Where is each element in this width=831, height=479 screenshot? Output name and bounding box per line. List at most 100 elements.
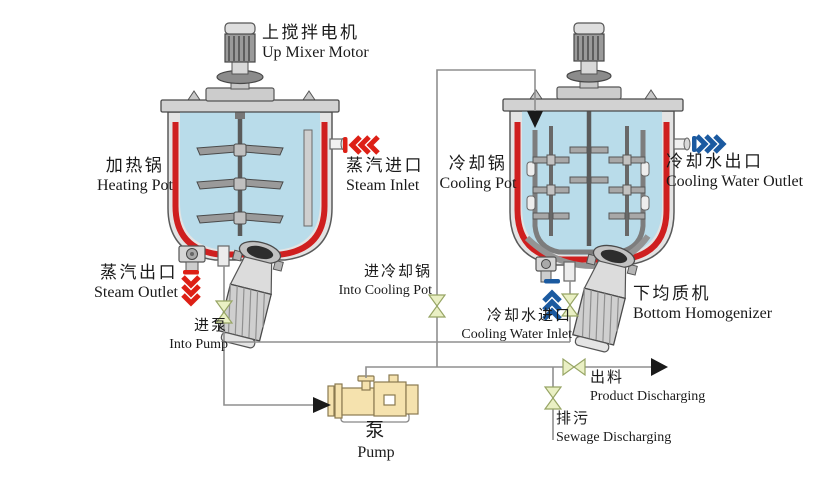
cooling-water-outlet-marker	[692, 134, 727, 154]
steam-inlet-marker	[343, 135, 380, 155]
into-cooling-pot-valve	[427, 294, 447, 318]
label-into-cooling-pot: 进冷却锅 Into Cooling Pot	[318, 263, 432, 299]
pump-body	[327, 374, 419, 419]
up-mixer-motor	[216, 22, 264, 90]
label-into-pump-zh: 进泵	[193, 318, 228, 334]
label-into-cooling-pot-zh: 进冷却锅	[363, 264, 432, 280]
label-pump-zh: 泵	[365, 420, 387, 441]
marker-bar	[544, 279, 560, 284]
baffle	[303, 129, 313, 227]
label-steam-outlet: 蒸汽出口 Steam Outlet	[88, 262, 178, 303]
label-cooling-water-outlet: 冷却水出口 Cooling Water Outlet	[666, 151, 803, 192]
motor-mount	[556, 86, 622, 100]
label-steam-outlet-en: Steam Outlet	[94, 284, 178, 302]
chevron-right-icon	[704, 134, 718, 154]
cooling-pot-vessel	[502, 22, 691, 353]
product-discharge-valve	[562, 357, 586, 377]
label-steam-inlet-en: Steam Inlet	[346, 177, 420, 195]
motor-fins	[577, 36, 599, 60]
steam-outlet-fitting	[178, 245, 206, 275]
into-pump-arrow	[313, 397, 331, 413]
cooling-agitator-paddles	[532, 146, 646, 220]
cooling-water-inlet-stub	[563, 261, 576, 282]
label-sewage-discharging: 排污 Sewage Discharging	[556, 410, 671, 446]
drain-stub	[217, 245, 230, 267]
cooling-pot-lid	[502, 98, 684, 112]
shaft-collar	[235, 112, 245, 119]
into-cooling-pot-arrow	[527, 111, 543, 128]
homogenizer-ribs	[227, 284, 265, 340]
product-discharge-arrow	[651, 358, 668, 376]
chevron-up-icon	[542, 289, 562, 303]
label-heating-pot: 加热锅 Heating Pot	[84, 155, 186, 196]
agitator-blades	[196, 143, 284, 225]
lid-bolt	[644, 89, 658, 100]
label-into-pump-en: Into Pump	[169, 336, 228, 352]
label-into-cooling-pot-en: Into Cooling Pot	[338, 282, 432, 298]
pipe-pump-discharge	[365, 366, 651, 378]
chevron-up-icon	[542, 307, 562, 321]
flow-arrows	[313, 111, 668, 413]
label-bottom-homogenizer-en: Bottom Homogenizer	[633, 305, 773, 323]
chevron-right-icon	[695, 134, 709, 154]
lid-bolt	[529, 89, 543, 100]
bottom-agitator-blade	[524, 234, 651, 270]
chevron-left-icon	[357, 135, 371, 155]
homogenizer-ribs	[581, 288, 619, 344]
chevron-right-icon	[713, 134, 727, 154]
label-into-pump: 进泵 Into Pump	[146, 317, 228, 353]
bottom-homogenizer-right	[572, 244, 638, 353]
label-steam-inlet-zh: 蒸汽进口	[346, 156, 424, 175]
scraper-tabs	[526, 161, 650, 211]
label-bottom-homogenizer: 下均质机 Bottom Homogenizer	[633, 283, 772, 324]
label-cooling-water-inlet: 冷却水进口 Cooling Water Inlet	[452, 307, 572, 343]
heating-pot-vessel	[160, 22, 348, 349]
label-pump-en: Pump	[357, 443, 395, 461]
cooling-pot-bottom-fitting	[535, 256, 557, 283]
pipe-riser-into-cooling-pot	[436, 69, 536, 367]
label-product-discharging-en: Product Discharging	[590, 388, 706, 404]
up-mixer-motor-right	[566, 22, 612, 89]
into-pump-valve	[214, 300, 234, 324]
label-heating-pot-zh: 加热锅	[105, 156, 165, 175]
label-sewage-discharging-zh: 排污	[556, 411, 591, 427]
label-cooling-water-inlet-en: Cooling Water Inlet	[461, 326, 572, 342]
label-steam-inlet: 蒸汽进口 Steam Inlet	[346, 155, 424, 196]
marker-bar	[343, 137, 348, 153]
motor-fins	[228, 36, 250, 61]
cooling-water-outlet-stub	[673, 137, 691, 151]
lid-bolt	[187, 90, 201, 101]
label-product-discharging: 出料 Product Discharging	[590, 369, 705, 405]
cooling-water-inlet-valve	[560, 293, 580, 317]
label-pump: 泵 Pump	[336, 419, 416, 463]
label-cooling-water-outlet-zh: 冷却水出口	[666, 152, 764, 171]
cooling-water-inlet-marker	[542, 279, 562, 321]
bottom-homogenizer-left	[218, 240, 284, 349]
marker-bar	[183, 270, 199, 275]
chevron-left-icon	[348, 135, 362, 155]
chevron-down-icon	[181, 293, 201, 307]
label-cooling-pot-en: Cooling Pot	[439, 175, 517, 193]
motor-mount	[205, 87, 275, 102]
label-cooling-pot-zh: 冷却锅	[448, 154, 508, 173]
label-product-discharging-zh: 出料	[590, 370, 625, 386]
lid-bolt	[302, 90, 316, 101]
marker-bar	[692, 136, 697, 152]
anchor-frame	[532, 130, 646, 255]
pump-unit	[327, 374, 419, 423]
label-heating-pot-en: Heating Pot	[97, 177, 173, 195]
label-steam-outlet-zh: 蒸汽出口	[100, 263, 178, 282]
chevron-down-icon	[181, 275, 201, 289]
label-cooling-pot: 冷却锅 Cooling Pot	[426, 153, 530, 194]
chevron-down-icon	[181, 284, 201, 298]
chevron-up-icon	[542, 298, 562, 312]
sewage-valve	[543, 386, 563, 410]
label-up-mixer-motor: 上搅拌电机 Up Mixer Motor	[262, 22, 369, 63]
label-up-mixer-motor-zh: 上搅拌电机	[262, 23, 360, 42]
steam-outlet-marker	[181, 270, 201, 307]
chevron-left-icon	[366, 135, 380, 155]
label-sewage-discharging-en: Sewage Discharging	[556, 429, 672, 445]
label-bottom-homogenizer-zh: 下均质机	[633, 284, 711, 303]
